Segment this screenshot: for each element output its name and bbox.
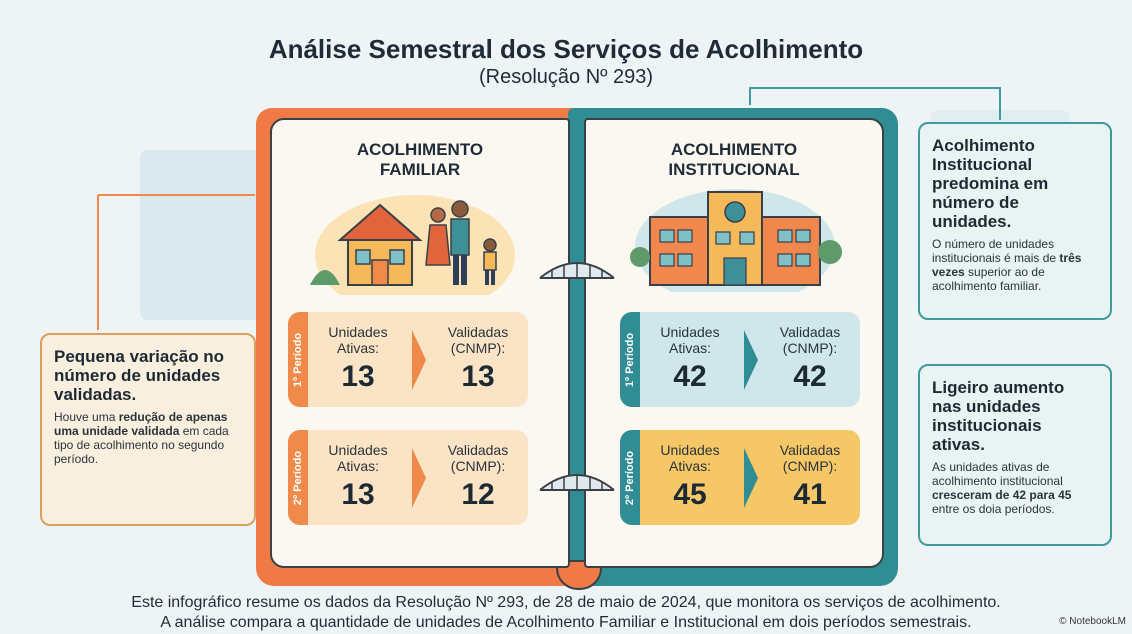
- family-house-illustration: [310, 195, 515, 295]
- metric-label: (CNMP):: [782, 340, 838, 356]
- metric-label: Ativas:: [668, 458, 711, 474]
- validadas-metric: Validadas (CNMP): 13: [428, 312, 528, 407]
- bridge-icon: [539, 474, 615, 491]
- institucional-title-line2: INSTITUCIONAL: [668, 160, 800, 179]
- metric-value: 42: [673, 360, 707, 393]
- ativas-metric: Unidades Ativas: 45: [640, 430, 740, 525]
- callout-validadas-variation: Pequena variação no número de unidades v…: [40, 333, 256, 526]
- metric-value: 45: [673, 478, 707, 511]
- period-label: 2º Período: [620, 430, 640, 525]
- institution-building-illustration: [630, 189, 842, 292]
- familiar-title-line2: FAMILIAR: [379, 160, 461, 179]
- familiar-title: ACOLHIMENTO FAMILIAR: [270, 140, 570, 180]
- metric-value: 41: [793, 478, 827, 511]
- metric-value: 13: [341, 478, 375, 511]
- callout-heading: Acolhimento Institucional predomina em n…: [932, 136, 1049, 231]
- familiar-period-2-card: 2º Período Unidades Ativas: 13 Validadas…: [288, 430, 528, 525]
- institucional-title-line1: ACOLHIMENTO: [670, 140, 798, 159]
- page-subtitle: (Resolução Nº 293): [478, 66, 654, 88]
- metric-label: (CNMP):: [782, 458, 838, 474]
- metric-label: Unidades: [328, 442, 388, 458]
- ativas-metric: Unidades Ativas: 13: [308, 430, 408, 525]
- callout-institucional-predomina: Acolhimento Institucional predomina em n…: [918, 122, 1112, 320]
- metric-label: Validadas: [447, 324, 509, 340]
- familiar-period-1-card: 1º Período Unidades Ativas: 13 Validadas…: [288, 312, 528, 407]
- period-label: 2º Período: [288, 430, 308, 525]
- metric-label: Validadas: [447, 442, 509, 458]
- metric-value: 13: [341, 360, 375, 393]
- chevron-right-icon: [740, 312, 760, 407]
- chevron-right-icon: [740, 430, 760, 525]
- chevron-right-icon: [408, 430, 428, 525]
- callout-heading: Pequena variação no número de unidades v…: [54, 347, 225, 404]
- metric-label: Validadas: [779, 442, 841, 458]
- validadas-metric: Validadas (CNMP): 42: [760, 312, 860, 407]
- validadas-metric: Validadas (CNMP): 41: [760, 430, 860, 525]
- footer-line-1: Este infográfico resume os dados da Reso…: [131, 594, 1001, 611]
- callout-aumento-ativas: Ligeiro aumento nas unidades institucion…: [918, 364, 1112, 546]
- page-title: Análise Semestral dos Serviços de Acolhi…: [268, 34, 864, 64]
- metric-label: Ativas:: [336, 340, 379, 356]
- institucional-period-1-card: 1º Período Unidades Ativas: 42 Validadas…: [620, 312, 860, 407]
- callout-text: Houve uma redução de apenas uma unidade …: [54, 410, 229, 466]
- ativas-metric: Unidades Ativas: 13: [308, 312, 408, 407]
- metric-label: (CNMP):: [450, 340, 506, 356]
- period-label: 1º Período: [620, 312, 640, 407]
- bridge-icon: [539, 262, 615, 279]
- callout-text: O número de unidades institucionais é ma…: [932, 237, 1082, 293]
- institucional-title: ACOLHIMENTO INSTITUCIONAL: [584, 140, 884, 180]
- institucional-period-2-card: 2º Período Unidades Ativas: 45 Validadas…: [620, 430, 860, 525]
- validadas-metric: Validadas (CNMP): 12: [428, 430, 528, 525]
- metric-label: Validadas: [779, 324, 841, 340]
- callout-text: As unidades ativas de acolhimento instit…: [932, 460, 1072, 516]
- metric-label: Ativas:: [336, 458, 379, 474]
- metric-value: 12: [461, 478, 495, 511]
- metric-label: Unidades: [660, 324, 720, 340]
- period-label: 1º Período: [288, 312, 308, 407]
- familiar-title-line1: ACOLHIMENTO: [356, 140, 484, 159]
- ativas-metric: Unidades Ativas: 42: [640, 312, 740, 407]
- metric-label: Unidades: [328, 324, 388, 340]
- metric-value: 42: [793, 360, 827, 393]
- metric-label: (CNMP):: [450, 458, 506, 474]
- callout-heading: Ligeiro aumento nas unidades institucion…: [932, 378, 1065, 454]
- metric-label: Ativas:: [668, 340, 711, 356]
- footer-line-2: A análise compara a quantidade de unidad…: [160, 614, 972, 631]
- chevron-right-icon: [408, 312, 428, 407]
- brand-watermark: © NotebookLM: [1059, 616, 1126, 627]
- metric-value: 13: [461, 360, 495, 393]
- metric-label: Unidades: [660, 442, 720, 458]
